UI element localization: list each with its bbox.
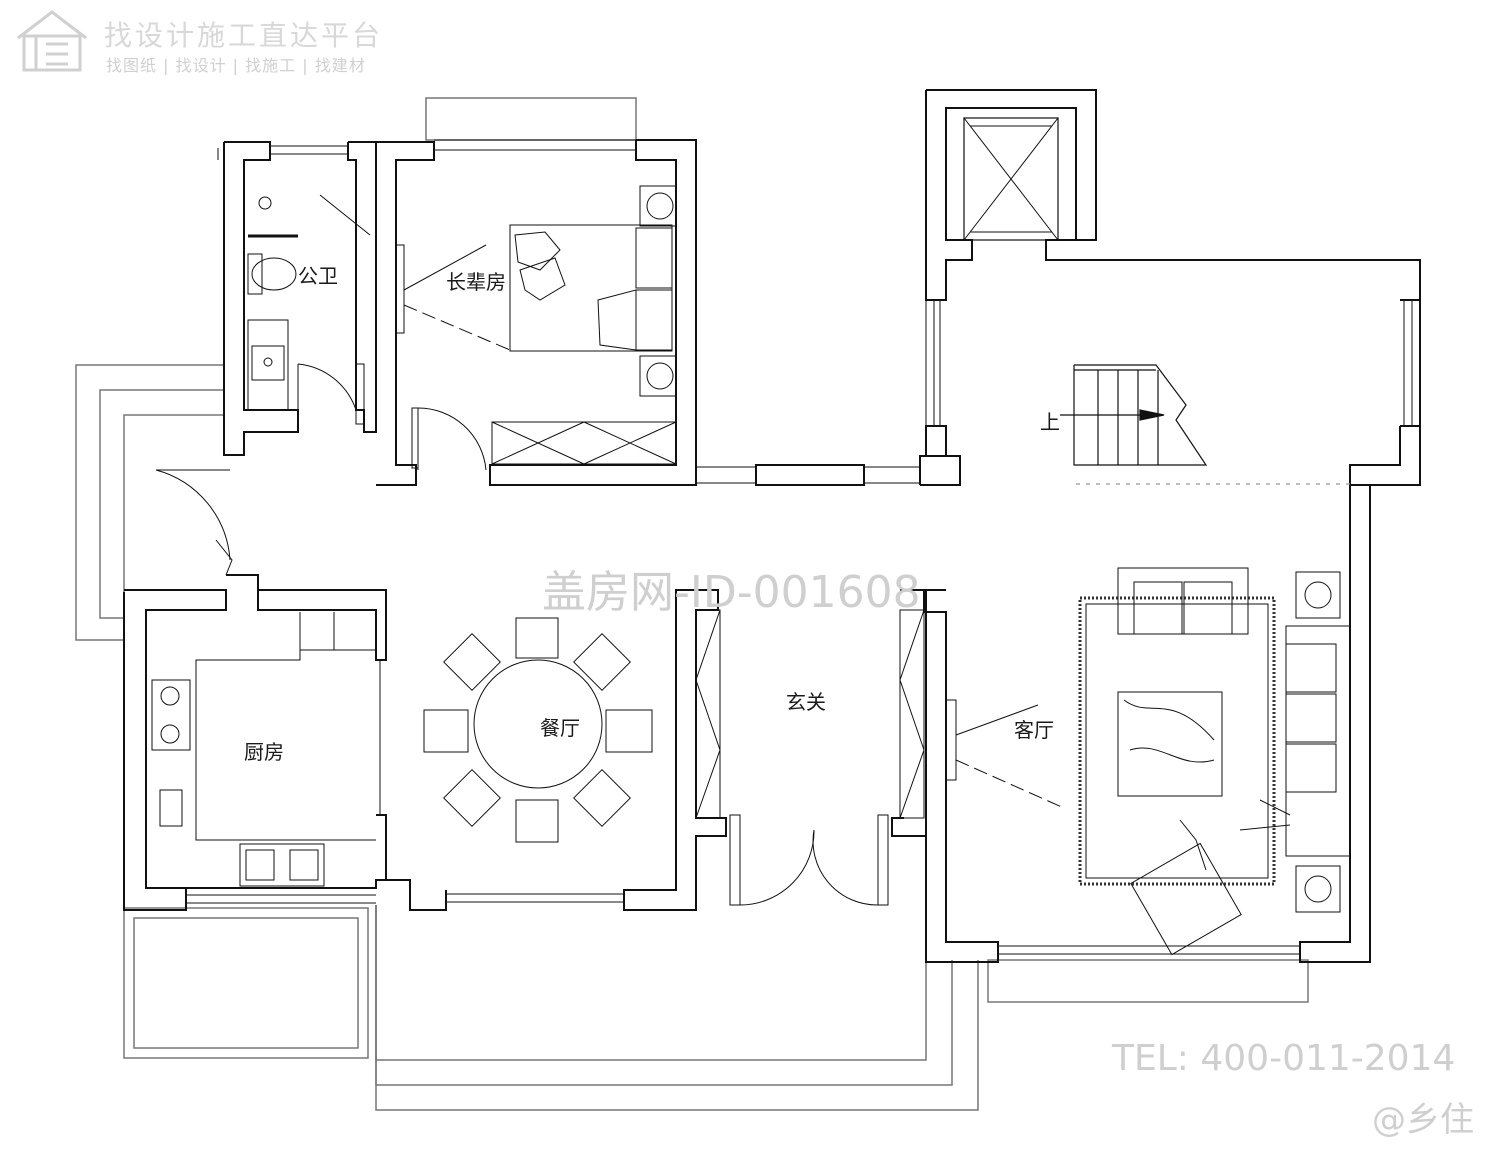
bed (395, 185, 677, 465)
corridor-window (696, 464, 920, 486)
phone-watermark: TEL: 400-011-2014 (1112, 1038, 1456, 1079)
house-logo-icon (17, 10, 87, 72)
label-foyer: 玄关 (786, 690, 826, 714)
stair (1060, 364, 1350, 485)
kitchen-fixtures (151, 679, 325, 887)
platform-title: 找设计施工直达平台 (104, 19, 384, 52)
living-walls (923, 484, 1371, 963)
plan-id-watermark: 盖房网-ID-001608 (542, 567, 921, 618)
stair-hall-walls (919, 89, 1421, 486)
bedroom-walls (376, 139, 697, 486)
platform-subtitle: 找图纸 | 找设计 | 找施工 | 找建材 (106, 56, 366, 75)
doors (155, 148, 487, 576)
label-dining: 餐厅 (540, 716, 580, 740)
label-living: 客厅 (1014, 718, 1054, 742)
label-stair-up: 上 (1040, 410, 1060, 434)
foyer-walls (623, 589, 927, 911)
label-elder-bedroom: 长辈房 (446, 270, 506, 294)
label-kitchen: 厨房 (244, 740, 284, 764)
dining-set (423, 617, 653, 843)
brand-logo: 找设计施工直达平台 找图纸 | 找设计 | 找施工 | 找建材 (12, 8, 412, 78)
kitchen-walls (123, 574, 624, 911)
living-furniture (945, 567, 1351, 956)
label-public-bath: 公卫 (298, 264, 338, 288)
bath-fixtures (247, 194, 371, 411)
handle-watermark: @乡住 (1372, 1100, 1474, 1140)
bathroom-walls (223, 141, 377, 456)
